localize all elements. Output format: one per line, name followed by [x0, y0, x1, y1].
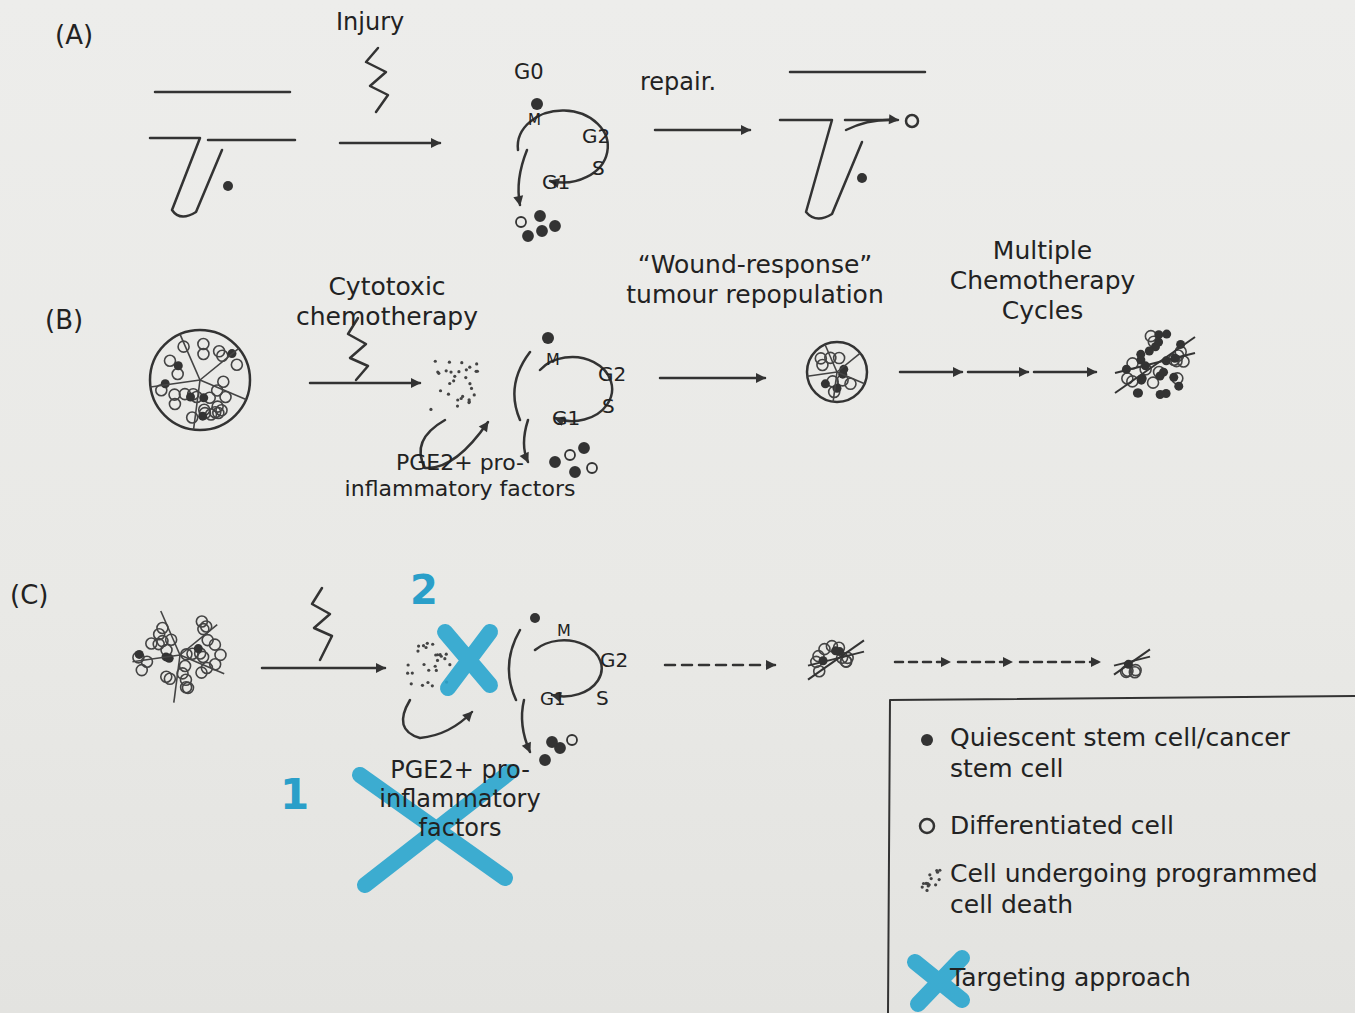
cycle-phase: G2 [582, 124, 610, 148]
callout-number: 2 [410, 566, 438, 614]
step-label: repair. [640, 68, 716, 97]
panel-letter: (B) [45, 305, 83, 336]
factor-label: PGE2+ pro-inflammatory factors [340, 450, 580, 503]
cycle-phase: G1 [542, 170, 570, 194]
step-label: “Wound-response” tumour repopulation [600, 250, 910, 310]
panel-letter: (A) [55, 20, 93, 51]
cycle-phase: M [557, 621, 571, 640]
step-label: Cytotoxic chemotherapy [262, 272, 512, 332]
panel-letter: (C) [10, 580, 48, 611]
cycle-phase: G2 [598, 362, 626, 386]
legend-text: Cell undergoing programmed cell death [950, 858, 1345, 921]
step-label: Injury [336, 8, 404, 37]
cycle-phase: S [602, 394, 615, 418]
cycle-phase: G2 [600, 648, 628, 672]
legend-text: Differentiated cell [950, 810, 1345, 841]
callout-number: 1 [280, 770, 309, 820]
legend-text: Quiescent stem cell/cancer stem cell [950, 722, 1345, 785]
cycle-phase: G1 [552, 406, 580, 430]
cycle-phase: G1 [540, 688, 565, 710]
cycle-phase: S [596, 686, 609, 710]
cycle-phase: M [528, 111, 541, 129]
step-label: Multiple Chemotherapy Cycles [930, 236, 1155, 326]
cycle-phase: S [592, 156, 605, 180]
legend-text: Targeting approach [950, 962, 1345, 993]
factor-label: PGE2+ pro-inflammatory factors [335, 756, 585, 842]
cycle-phase: M [546, 350, 560, 369]
cycle-phase: G0 [514, 60, 544, 85]
